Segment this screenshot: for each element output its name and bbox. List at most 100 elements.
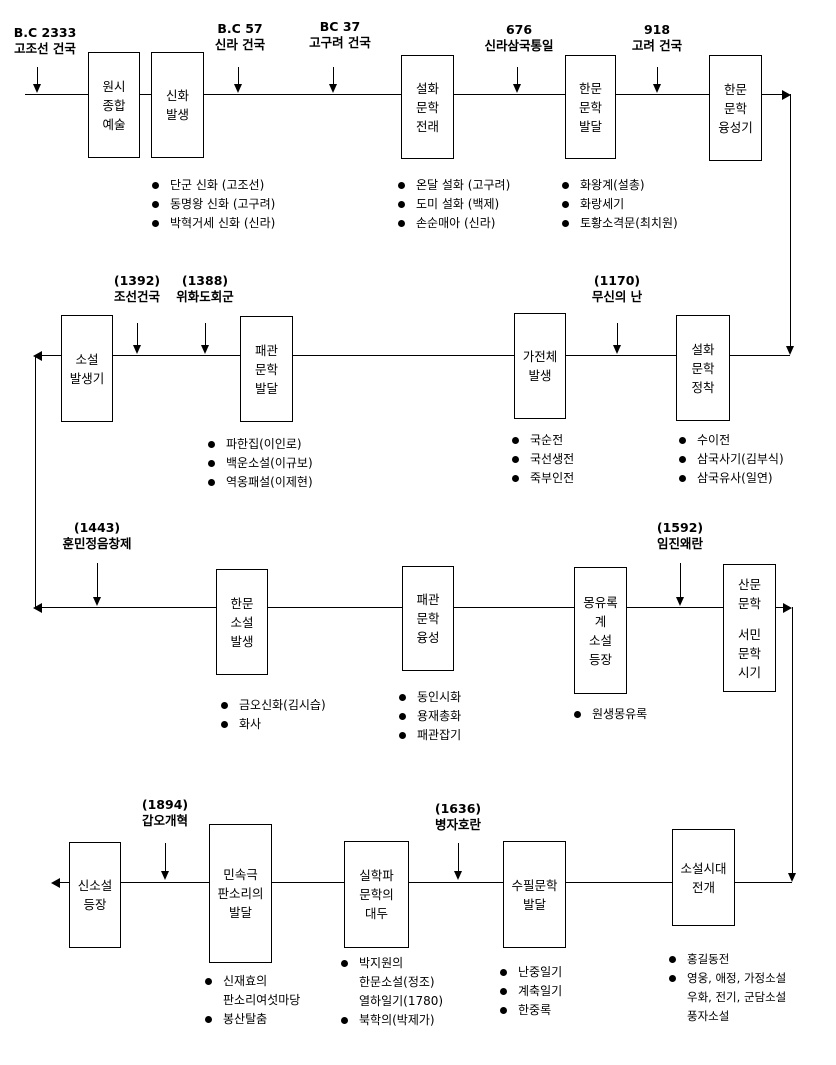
list-item: 토황소격문(최치원) (560, 214, 678, 233)
marker-byeongja: (1636)병자호란 (434, 801, 482, 832)
arrow-left-icon (33, 350, 42, 361)
list-item: 영웅, 애정, 가정소설 (667, 969, 786, 988)
list-item: 역옹패설(이제현) (206, 473, 313, 492)
list-item: 삼국유사(일연) (677, 469, 784, 488)
timeline-row2 (42, 355, 790, 356)
list-mongyurok-works: 원생몽유록 (572, 705, 647, 724)
marker-hunmin: (1443)훈민정음창제 (62, 520, 132, 551)
timeline-row4 (60, 882, 792, 883)
arrow-down-icon (329, 84, 337, 93)
list-silhak-works: 박지원의 한문소설(정조) 열하일기(1780) 북학의(박제가) (339, 954, 443, 1030)
list-item: 용재총화 (397, 707, 461, 726)
arrow-down-icon (201, 345, 209, 354)
list-item: 동명왕 신화 (고구려) (150, 195, 275, 214)
list-item: 박혁거세 신화 (신라) (150, 214, 275, 233)
arrow-down-icon (786, 346, 794, 355)
list-item: 단군 신화 (고조선) (150, 176, 275, 195)
marker-imjin: (1592)임진왜란 (656, 520, 704, 551)
list-minsok-works: 신재효의 판소리여섯마당 봉산탈춤 (203, 972, 300, 1029)
list-item: 수이전 (677, 431, 784, 450)
arrow-down-icon (161, 871, 169, 880)
list-item: 국순전 (510, 431, 574, 450)
list-item: 죽부인전 (510, 469, 574, 488)
list-item: 국선생전 (510, 450, 574, 469)
list-item: 손순매아 (신라) (396, 214, 510, 233)
connector-row1-row2 (790, 94, 791, 346)
list-seolhwa-works: 수이전 삼국사기(김부식) 삼국유사(일연) (677, 431, 784, 488)
list-item: 동인시화 (397, 688, 461, 707)
list-item: 계축일기 (498, 982, 562, 1001)
marker-musin: (1170)무신의 난 (591, 273, 643, 304)
list-item: 화사 (219, 715, 326, 734)
list-soseol-works: 홍길동전 영웅, 애정, 가정소설 우화, 전기, 군담소설 풍자소설 (667, 950, 786, 1026)
list-item: 원생몽유록 (572, 705, 647, 724)
arrow-down-icon (33, 84, 41, 93)
list-supil-works: 난중일기 계축일기 한중록 (498, 963, 562, 1020)
list-hanmun-soseol-works: 금오신화(김시습) 화사 (219, 696, 326, 734)
list-item: 홍길동전 (667, 950, 786, 969)
list-item: 신재효의 (203, 972, 300, 991)
connector-row3-row4 (792, 607, 793, 873)
list-item: 북학의(박제가) (339, 1011, 443, 1030)
marker-gabo: (1894)갑오개혁 (141, 797, 189, 828)
list-hanmun: 화왕계(설총) 화랑세기 토황소격문(최치원) (560, 176, 678, 233)
arrow-down-icon (234, 84, 242, 93)
arrow-down-icon (93, 597, 101, 606)
list-item: 도미 설화 (백제) (396, 195, 510, 214)
arrow-down-icon (454, 871, 462, 880)
list-item: 온달 설화 (고구려) (396, 176, 510, 195)
connector-row2-row3 (35, 356, 36, 607)
arrow-right-icon (782, 89, 791, 100)
list-item: 패관잡기 (397, 726, 461, 745)
list-item: 화왕계(설총) (560, 176, 678, 195)
marker-wihwado: (1388)위화도회군 (176, 273, 234, 304)
list-item: 난중일기 (498, 963, 562, 982)
arrow-down-icon (613, 345, 621, 354)
list-item: 봉산탈춤 (203, 1010, 300, 1029)
arrow-down-icon (653, 84, 661, 93)
list-paegwan-yongseong-works: 동인시화 용재총화 패관잡기 (397, 688, 461, 745)
list-tales: 온달 설화 (고구려) 도미 설화 (백제) 손순매아 (신라) (396, 176, 510, 233)
list-myths: 단군 신화 (고조선) 동명왕 신화 (고구려) 박혁거세 신화 (신라) (150, 176, 275, 233)
arrow-down-icon (676, 597, 684, 606)
list-item: 삼국사기(김부식) (677, 450, 784, 469)
list-paegwan-works: 파한집(이인로) 백운소설(이규보) 역옹패설(이제현) (206, 435, 313, 492)
arrow-down-icon (513, 84, 521, 93)
arrow-left-icon (51, 877, 60, 888)
arrow-right-icon (783, 602, 792, 613)
list-item: 화랑세기 (560, 195, 678, 214)
list-item: 한중록 (498, 1001, 562, 1020)
arrow-down-icon (788, 873, 796, 882)
list-gajeon-works: 국순전 국선생전 죽부인전 (510, 431, 574, 488)
list-item: 백운소설(이규보) (206, 454, 313, 473)
arrow-down-icon (133, 345, 141, 354)
marker-joseon: (1392)조선건국 (113, 273, 161, 304)
list-item: 금오신화(김시습) (219, 696, 326, 715)
list-item: 파한집(이인로) (206, 435, 313, 454)
arrow-left-icon (33, 602, 42, 613)
list-item: 박지원의 (339, 954, 443, 973)
